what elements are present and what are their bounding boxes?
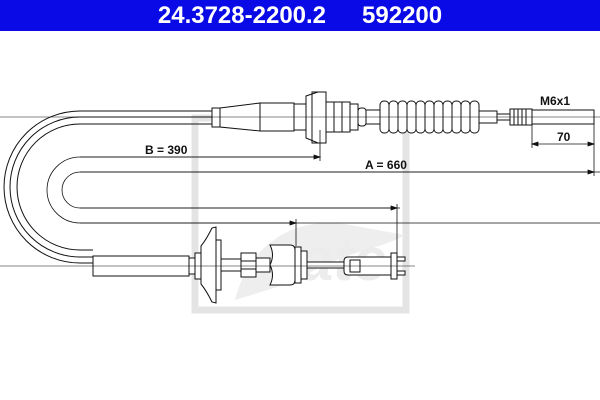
- part-number: 24.3728-2200.2: [157, 1, 327, 29]
- technical-drawing: ate: [0, 91, 600, 314]
- reference-number: 592200: [362, 1, 443, 29]
- thread-length-label: 70: [557, 130, 571, 144]
- dimension-b-label: B = 390: [145, 143, 188, 157]
- thread-spec-label: M6x1: [540, 94, 570, 108]
- dimension-a-label: A = 660: [365, 158, 407, 172]
- title-bar: 24.3728-2200.2 592200: [0, 0, 600, 31]
- lower-fitting: [92, 226, 406, 304]
- dimension-lines: [80, 124, 596, 253]
